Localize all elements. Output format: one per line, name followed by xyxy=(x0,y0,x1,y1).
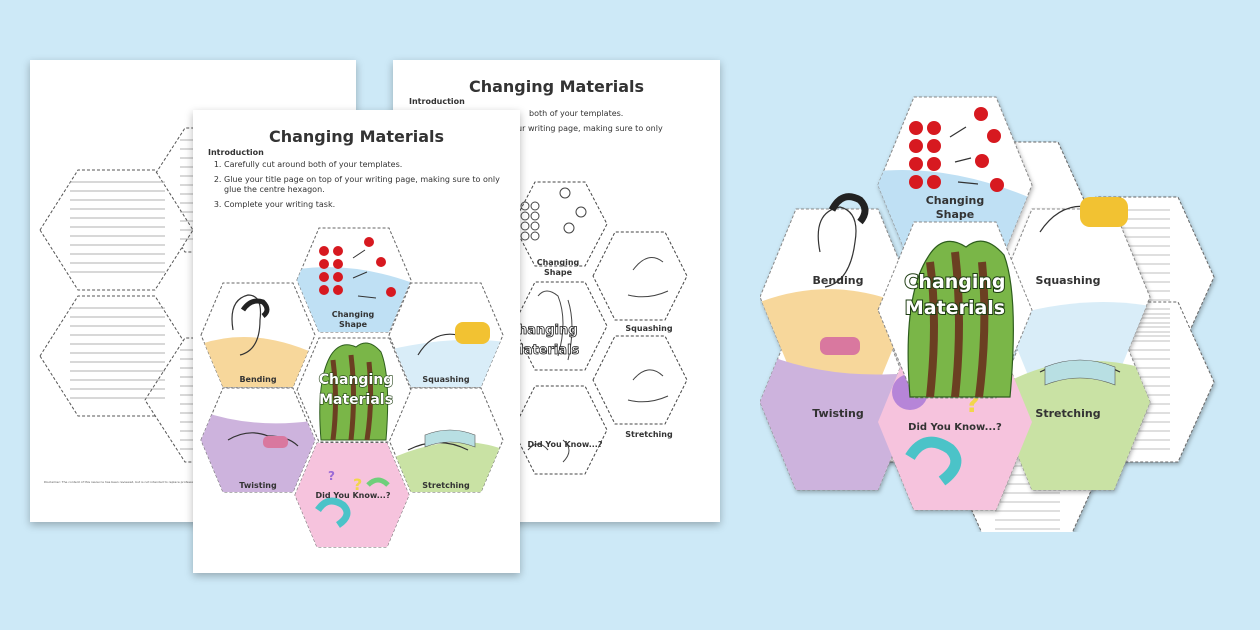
title-page-label-shape-1: Changing xyxy=(332,310,375,319)
step-1: Carefully cut around both of your templa… xyxy=(224,160,508,170)
title-page-label-did-you-know: Did You Know...? xyxy=(316,491,391,500)
assembled-hexagon-cluster: ? ? Changing Shape Bending Squashing Cha… xyxy=(760,96,1215,532)
cluster-label-centre-2: Materials xyxy=(905,297,1005,319)
title-page-label-stretching: Stretching xyxy=(422,481,470,490)
cluster-label-shape-2: Shape xyxy=(936,208,975,221)
title-page-label-bending: Bending xyxy=(239,375,276,384)
steps-list: Carefully cut around both of your templa… xyxy=(208,160,508,210)
colouring-sheet-title: Changing Materials xyxy=(468,77,645,96)
title-page-sheet: Changing Materials Introduction Carefull… xyxy=(193,110,520,573)
disclaimer: Disclaimer: The content of this resource… xyxy=(44,480,289,484)
back-step-1: both of your templates. xyxy=(529,108,624,118)
cluster-label-twisting: Twisting xyxy=(812,407,864,420)
step-2: Glue your title page on top of your writ… xyxy=(224,175,508,194)
intro-heading: Introduction xyxy=(208,148,264,157)
cluster-label-shape-1: Changing xyxy=(926,194,985,207)
back-step-2: on top of your writing page, making sure… xyxy=(469,124,663,134)
cluster-label-bending: Bending xyxy=(812,274,863,287)
cluster-label-squashing: Squashing xyxy=(1036,274,1101,287)
colouring-label-did-you-know: Did You Know...? xyxy=(528,440,603,449)
title-page-label-twisting: Twisting xyxy=(239,481,277,490)
centre-hexagon xyxy=(296,337,412,443)
title-page-intro: Introduction Carefully cut around both o… xyxy=(208,148,508,216)
colouring-label-shape: Changing xyxy=(537,258,580,267)
step-3: Complete your writing task. xyxy=(224,200,508,210)
colouring-hexagons: Changing Shape Squashing Changing Materi… xyxy=(508,181,688,475)
title-page-label-centre-1: Changing xyxy=(319,372,393,388)
colouring-intro-heading: Introduction xyxy=(409,97,465,106)
cluster-label-stretching: Stretching xyxy=(1035,407,1100,420)
title-page-label-shape-2: Shape xyxy=(339,320,368,329)
colouring-label-centre-1: Changing xyxy=(508,323,577,338)
title-page-hexagons: ? ? Changing Shape Bending xyxy=(200,227,504,548)
svg-text:?: ? xyxy=(353,475,362,494)
colouring-label-shape-2: Shape xyxy=(544,268,573,277)
colouring-label-stretching: Stretching xyxy=(625,430,673,439)
svg-text:?: ? xyxy=(328,469,335,483)
colouring-label-squashing: Squashing xyxy=(625,324,672,333)
cluster-label-centre-1: Changing xyxy=(904,271,1005,293)
title-page-heading: Changing Materials xyxy=(268,127,445,146)
title-page-label-squashing: Squashing xyxy=(422,375,469,384)
title-page-label-centre-2: Materials xyxy=(319,392,393,408)
cluster-label-did-you-know: Did You Know...? xyxy=(908,422,1002,433)
colouring-label-centre-2: Materials xyxy=(511,343,580,358)
